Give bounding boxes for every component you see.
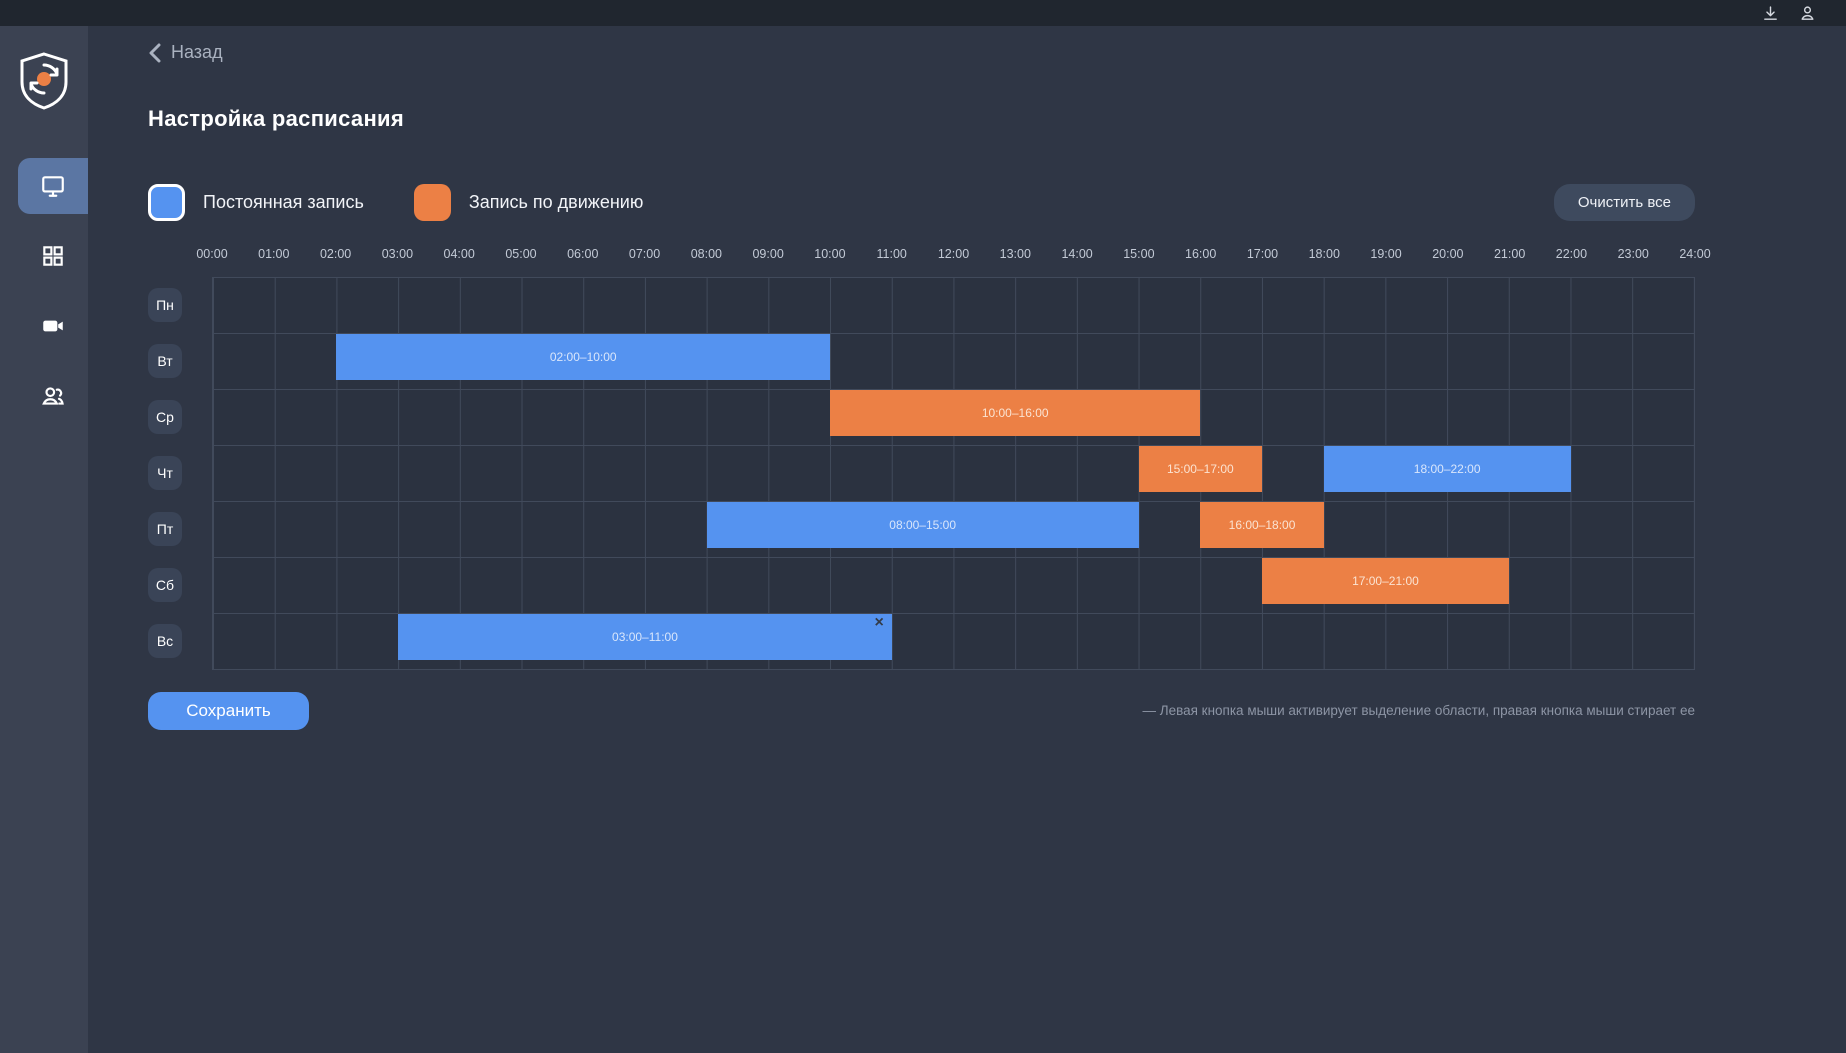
hour-label: 14:00: [1061, 246, 1093, 261]
hour-label: 13:00: [999, 246, 1031, 261]
clear-all-button[interactable]: Очистить все: [1553, 183, 1695, 221]
hour-label: 24:00: [1679, 246, 1711, 261]
day-cell-fri: Пт: [148, 501, 212, 557]
schedule-grid[interactable]: 02:00–10:00 10:00–16:00 15:00–17:00 18:00–2…: [212, 276, 1695, 670]
day-cell-thu: Чт: [148, 445, 212, 501]
hour-label: 23:00: [1617, 246, 1649, 261]
schedule-block-thu-motion[interactable]: 15:00–17:00: [1138, 445, 1263, 492]
hour-label: 15:00: [1123, 246, 1155, 261]
schedule-row-tue[interactable]: 02:00–10:00: [213, 333, 1694, 390]
day-cell-sun: Вс: [148, 613, 212, 669]
hour-label: 01:00: [258, 246, 290, 261]
mouse-hint-text: — Левая кнопка мыши активирует выделение…: [1142, 703, 1695, 718]
legend-label: Постоянная запись: [203, 191, 364, 212]
sidebar-item-monitors[interactable]: [18, 158, 88, 214]
users-icon: [42, 387, 64, 405]
day-chip-fri[interactable]: Пт: [148, 511, 182, 546]
block-time-label: 03:00–11:00: [612, 629, 678, 644]
schedule-block-fri-motion[interactable]: 16:00–18:00: [1200, 501, 1324, 548]
hour-label: 17:00: [1246, 246, 1279, 261]
hour-label: 07:00: [628, 246, 661, 261]
day-chip-mon[interactable]: Пн: [148, 287, 182, 322]
app-logo-shield-icon: [20, 52, 68, 110]
schedule: 00:00 01:00 02:00 03:00 04:00 05:00 06:00 07:00…: [148, 246, 1711, 670]
hour-label: 16:00: [1185, 246, 1217, 261]
user-icon[interactable]: [1799, 5, 1816, 22]
hour-label: 06:00: [567, 246, 599, 261]
topbar: [0, 0, 1846, 26]
hour-label: 11:00: [876, 246, 907, 261]
schedule-row-sat[interactable]: 17:00–21:00: [213, 557, 1694, 614]
footer-row: Сохранить — Левая кнопка мыши активирует…: [148, 691, 1695, 730]
day-chip-tue[interactable]: Вт: [148, 343, 182, 378]
sidebar-item-dashboard[interactable]: [18, 228, 88, 284]
day-cell-mon: Пн: [148, 277, 212, 333]
chevron-left-icon: [149, 43, 161, 62]
main-content: Назад Настройка расписания Постоянная за…: [88, 0, 1846, 730]
schedule-row-wed[interactable]: 10:00–16:00: [213, 389, 1694, 446]
schedule-block-tue-constant[interactable]: 02:00–10:00: [336, 333, 831, 380]
sidebar-nav: [0, 158, 88, 424]
video-camera-icon: [43, 320, 63, 332]
legend-row: Постоянная запись Запись по движению Очис…: [148, 183, 1695, 221]
schedule-block-sun-constant[interactable]: 03:00–11:00 ×: [398, 613, 892, 660]
hour-label: 00:00: [196, 246, 228, 261]
block-time-label: 16:00–18:00: [1228, 517, 1296, 532]
day-chip-sat[interactable]: Сб: [148, 567, 182, 602]
legend-label: Запись по движению: [468, 191, 644, 212]
schedule-block-wed-motion[interactable]: 10:00–16:00: [830, 389, 1201, 436]
hour-label: 12:00: [937, 246, 970, 261]
hours-axis: 00:00 01:00 02:00 03:00 04:00 05:00 06:00 07:00…: [196, 246, 1710, 267]
close-icon[interactable]: ×: [874, 613, 884, 631]
back-label: Назад: [171, 42, 223, 62]
hour-label: 21:00: [1493, 246, 1526, 261]
block-time-label: 18:00–22:00: [1413, 461, 1481, 476]
legend-items: Постоянная запись Запись по движению: [148, 183, 644, 221]
hour-label: 09:00: [752, 246, 784, 261]
constant-record-swatch[interactable]: [148, 183, 185, 221]
sidebar: [0, 26, 88, 1053]
schedule-block-thu-constant[interactable]: 18:00–22:00: [1323, 445, 1571, 492]
block-time-label: 02:00–10:00: [549, 349, 617, 364]
block-time-label: 17:00–21:00: [1352, 573, 1419, 588]
schedule-row-mon[interactable]: [213, 277, 1694, 334]
hour-label: 08:00: [690, 246, 722, 261]
day-chip-sun[interactable]: Вс: [148, 623, 182, 658]
block-time-label: 08:00–15:00: [889, 517, 956, 532]
day-cell-tue: Вт: [148, 333, 212, 389]
save-button[interactable]: Сохранить: [148, 691, 309, 730]
hour-label: 20:00: [1432, 246, 1464, 261]
hour-label: 10:00: [814, 246, 846, 261]
schedule-block-sat-motion[interactable]: 17:00–21:00: [1262, 557, 1509, 604]
hour-label: 02:00: [319, 246, 352, 261]
page-title: Настройка расписания: [148, 105, 405, 131]
schedule-row-sun[interactable]: 03:00–11:00 ×: [213, 613, 1694, 670]
sidebar-item-users[interactable]: [18, 368, 88, 424]
schedule-row-fri[interactable]: 08:00–15:00 16:00–18:00: [213, 501, 1694, 558]
block-time-label: 10:00–16:00: [981, 405, 1049, 420]
day-cell-sat: Сб: [148, 557, 212, 613]
hour-label: 19:00: [1370, 246, 1402, 261]
motion-record-swatch[interactable]: [413, 183, 451, 221]
download-icon[interactable]: [1762, 5, 1779, 22]
block-time-label: 15:00–17:00: [1166, 461, 1234, 476]
monitor-icon: [42, 176, 64, 197]
hour-label: 05:00: [505, 246, 537, 261]
hour-label: 03:00: [381, 246, 414, 261]
legend-item-motion[interactable]: Запись по движению: [413, 183, 644, 221]
schedule-block-fri-constant[interactable]: 08:00–15:00: [706, 501, 1139, 548]
hour-label: 18:00: [1308, 246, 1340, 261]
day-chip-wed[interactable]: Ср: [148, 399, 182, 434]
day-cell-wed: Ср: [148, 389, 212, 445]
sidebar-item-cameras[interactable]: [18, 298, 88, 354]
legend-item-constant[interactable]: Постоянная запись: [148, 183, 364, 221]
back-button[interactable]: Назад: [148, 42, 223, 63]
schedule-row-thu[interactable]: 15:00–17:00 18:00–22:00: [213, 445, 1694, 502]
hour-label: 22:00: [1555, 246, 1588, 261]
hour-label: 04:00: [443, 246, 475, 261]
dashboard-grid-icon: [43, 246, 63, 266]
day-chip-thu[interactable]: Чт: [148, 455, 182, 490]
